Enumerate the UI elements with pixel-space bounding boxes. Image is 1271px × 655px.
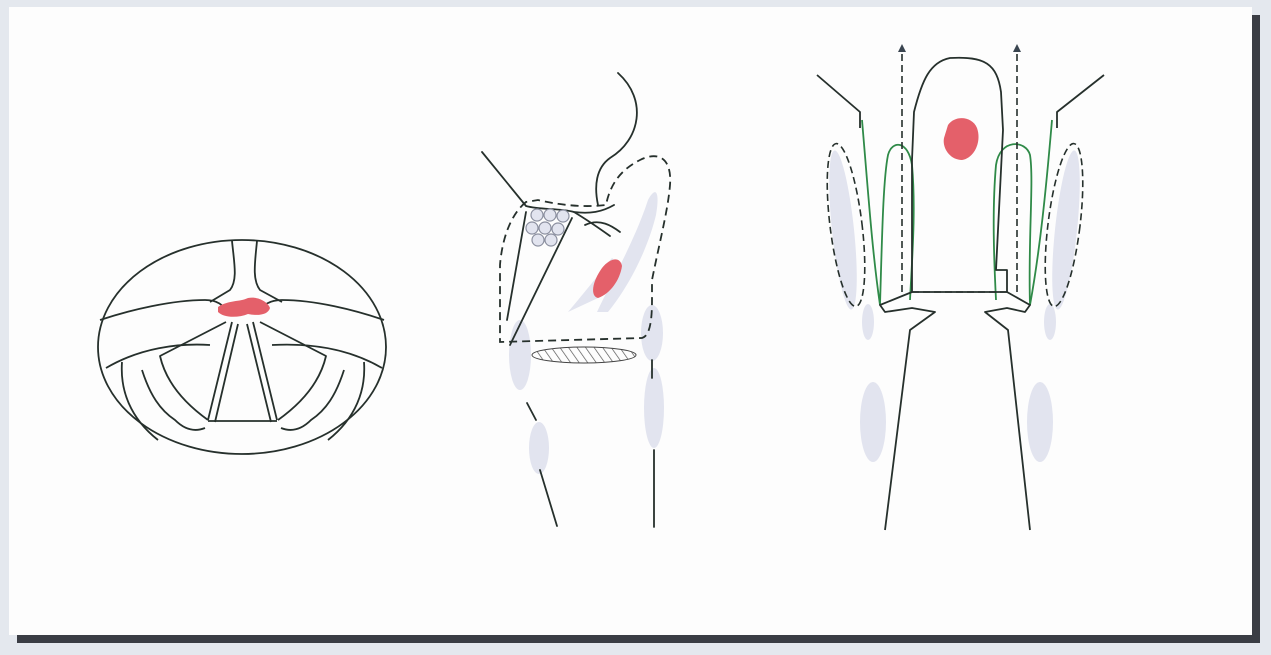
node-cluster: [526, 209, 569, 246]
cricoid-hatched: [532, 347, 636, 363]
ventricle-left: [160, 322, 226, 420]
epiglottis-sagittal: [482, 152, 614, 213]
subglottis-left: [880, 292, 935, 530]
aryepiglottic-fold-right: [260, 300, 384, 320]
aryepiglottic-left: [817, 75, 860, 128]
coronal-lymph-nodes: [824, 149, 1086, 462]
green-fold-right-inner: [994, 144, 1032, 305]
vocal-cord-right: [247, 322, 277, 422]
aryepiglottic-right: [1057, 75, 1104, 128]
vallecula: [574, 212, 620, 236]
sagittal-view: [482, 73, 670, 527]
aryepiglottic-fold-left: [100, 300, 226, 320]
lesion-endoscopic: [218, 298, 270, 317]
piriform-right: [281, 362, 364, 440]
green-fold-left-inner: [880, 145, 914, 305]
green-fold-left-outer: [862, 120, 880, 305]
lesion-coronal: [944, 118, 979, 160]
tongue-curve: [596, 73, 637, 205]
ventricle-right: [260, 322, 326, 420]
epiglottis-coronal: [912, 58, 1007, 292]
green-fold-right-outer: [1030, 120, 1052, 305]
piriform-left: [122, 362, 205, 440]
coronal-view: [817, 48, 1104, 530]
epiglottis: [210, 241, 282, 302]
false-cord-right: [272, 345, 382, 368]
subglottis-right: [985, 292, 1030, 530]
endoscopic-view: [98, 240, 386, 454]
vocal-cord-left: [208, 322, 238, 422]
